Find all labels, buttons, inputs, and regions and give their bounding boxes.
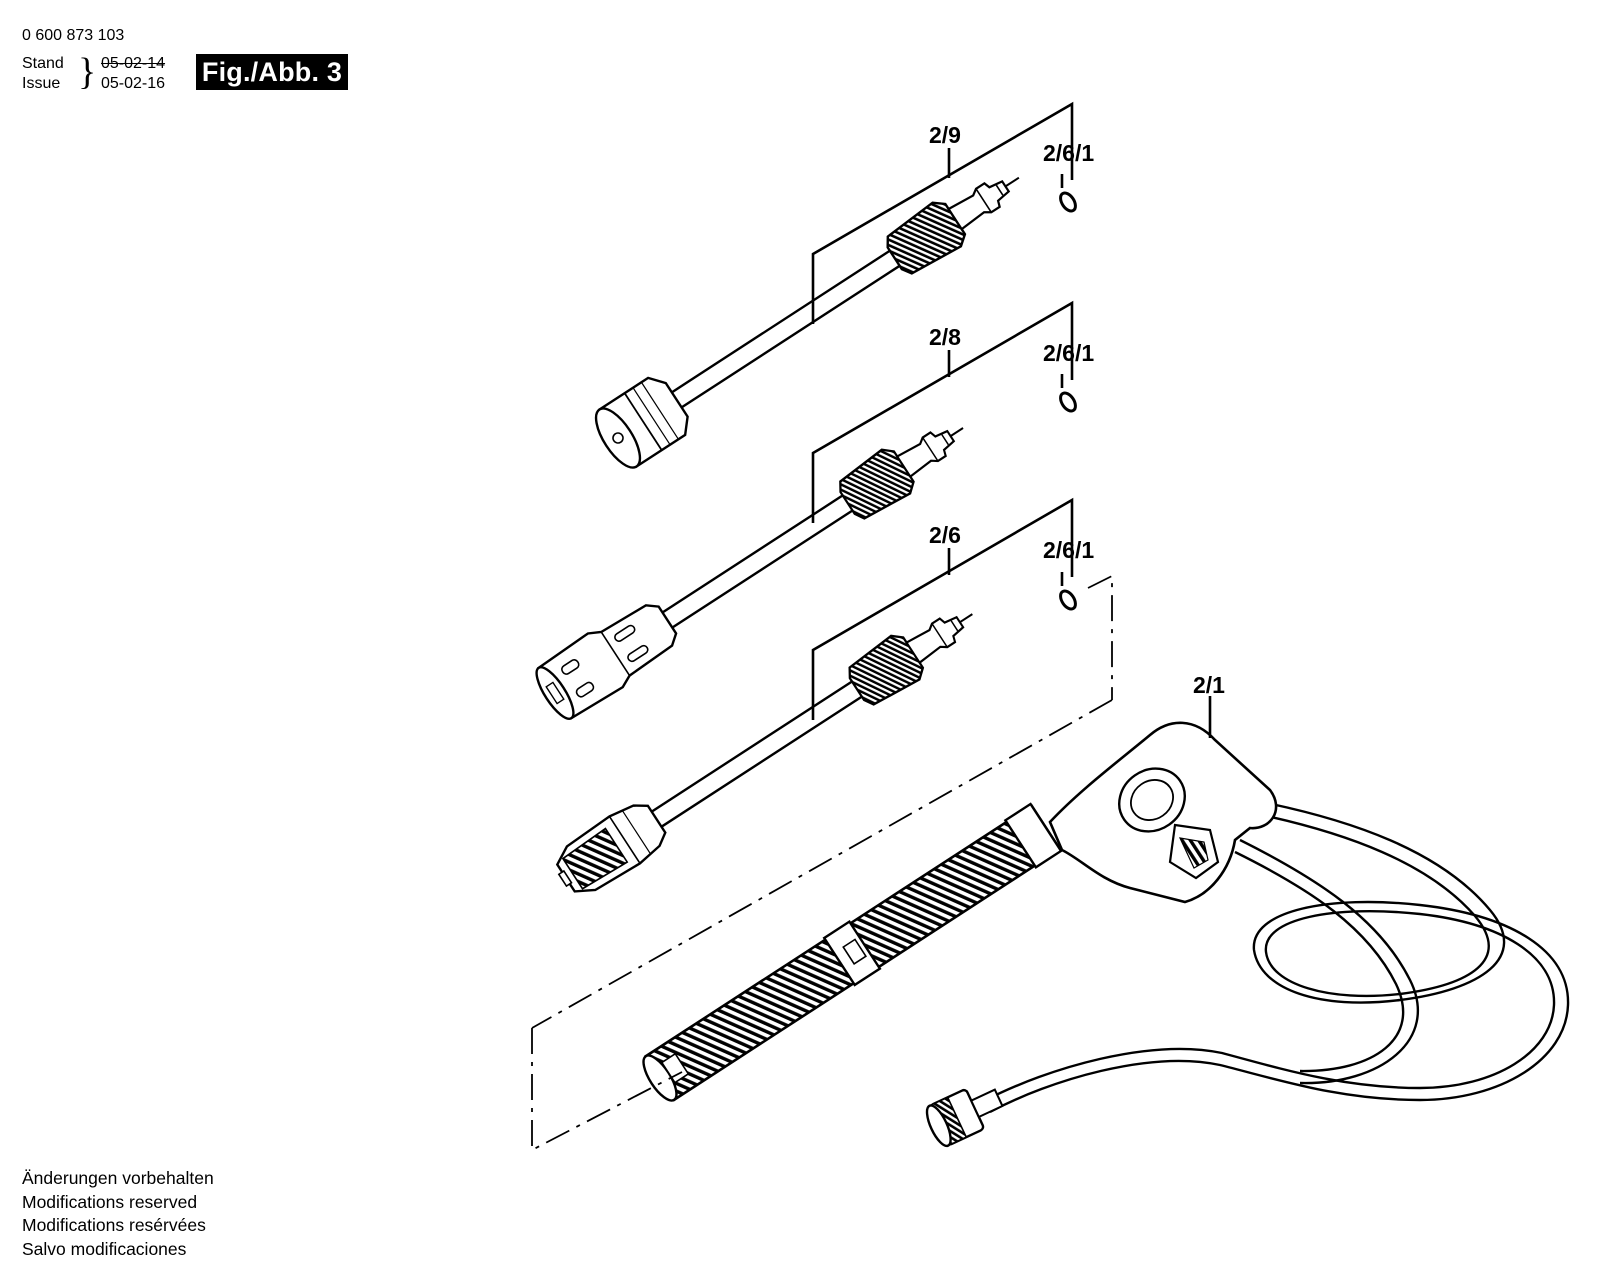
issue-date: 05-02-16 — [101, 75, 166, 92]
disclaimer-line-en: Modifications reserved — [22, 1191, 198, 1212]
alignment-frame — [531, 574, 1113, 1152]
seal-ring-3 — [1059, 589, 1077, 611]
brace-glyph: } — [78, 51, 97, 93]
callout-lance-standard: 2/6 — [929, 522, 961, 548]
superseded-date: 05-02-14 — [101, 55, 165, 73]
issue-label: Issue — [22, 75, 61, 92]
leader-lines — [811, 101, 1212, 738]
callout-lance-vario: 2/8 — [929, 324, 961, 350]
callout-seal-1: 2/6/1 — [1043, 140, 1094, 166]
modifications-disclaimer: Änderungen vorbehalten Modifications res… — [22, 1167, 214, 1261]
lance-standard — [555, 589, 1077, 893]
spray-gun — [642, 721, 1570, 1148]
figure-badge: Fig./Abb. 3 — [196, 54, 348, 90]
lance-vario — [535, 391, 1077, 720]
callout-seal-2: 2/6/1 — [1043, 340, 1094, 366]
superseded-date-text: 05-02-14 — [101, 55, 166, 72]
disclaimer-line-de: Änderungen vorbehalten — [22, 1168, 214, 1188]
seal-ring-2 — [1059, 391, 1077, 413]
part-number: 0 600 873 103 — [22, 27, 125, 44]
disclaimer-line-es: Salvo modificaciones — [22, 1238, 187, 1259]
callout-seal-3: 2/6/1 — [1043, 537, 1094, 563]
lance-turbo — [594, 154, 1077, 469]
seal-ring-1 — [1059, 191, 1077, 213]
callout-spray-gun: 2/1 — [1193, 672, 1225, 698]
disclaimer-line-fr: Modifications resérvées — [22, 1215, 206, 1235]
callout-lance-turbo: 2/9 — [929, 122, 961, 148]
stand-label: Stand — [22, 55, 64, 72]
